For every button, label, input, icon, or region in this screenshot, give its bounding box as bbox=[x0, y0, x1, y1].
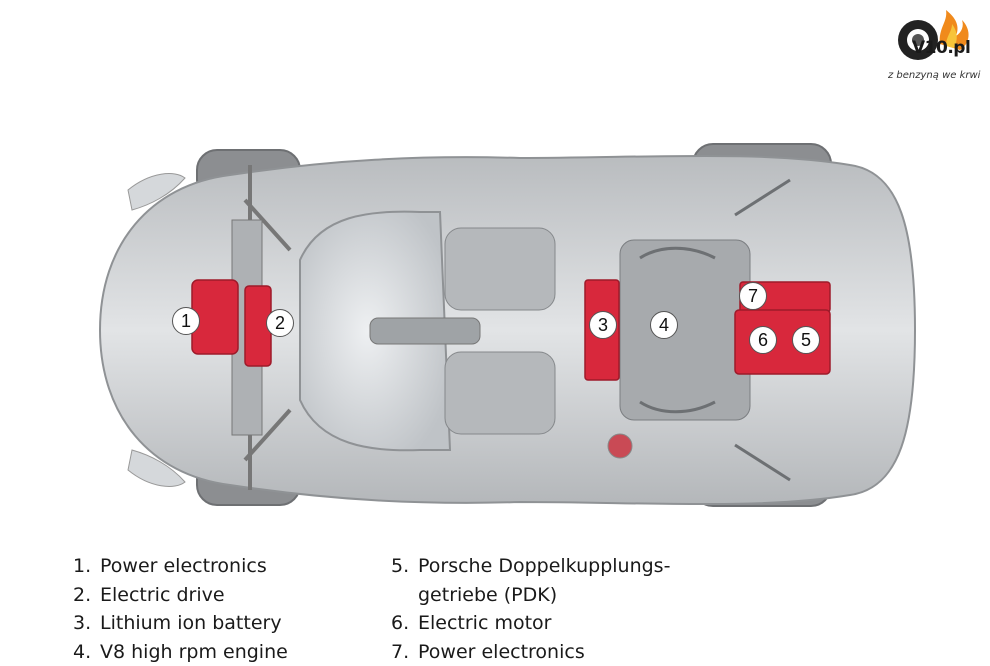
car-top-view bbox=[0, 0, 990, 560]
legend-left: 1.Power electronics 2.Electric drive 3.L… bbox=[73, 552, 288, 666]
legend-item: 1.Power electronics bbox=[73, 552, 288, 581]
legend-item-continued: getriebe (PDK) bbox=[391, 581, 670, 610]
marker-1: 1 bbox=[172, 307, 200, 335]
right-seat bbox=[445, 352, 555, 434]
legend-item: 5.Porsche Doppelkupplungs- bbox=[391, 552, 670, 581]
marker-5: 5 bbox=[792, 326, 820, 354]
marker-7: 7 bbox=[739, 282, 767, 310]
legend-item: 4.V8 high rpm engine bbox=[73, 638, 288, 666]
legend-item: 2.Electric drive bbox=[73, 581, 288, 610]
marker-6: 6 bbox=[749, 326, 777, 354]
marker-3: 3 bbox=[589, 311, 617, 339]
marker-2: 2 bbox=[266, 309, 294, 337]
legend-right: 5.Porsche Doppelkupplungs- getriebe (PDK… bbox=[391, 552, 670, 666]
legend-item: 6.Electric motor bbox=[391, 609, 670, 638]
marker-4: 4 bbox=[650, 311, 678, 339]
center-console bbox=[370, 318, 480, 344]
engine-bay bbox=[620, 240, 750, 420]
left-seat bbox=[445, 228, 555, 310]
legend-item: 3.Lithium ion battery bbox=[73, 609, 288, 638]
legend-item: 7.Power electronics bbox=[391, 638, 670, 666]
